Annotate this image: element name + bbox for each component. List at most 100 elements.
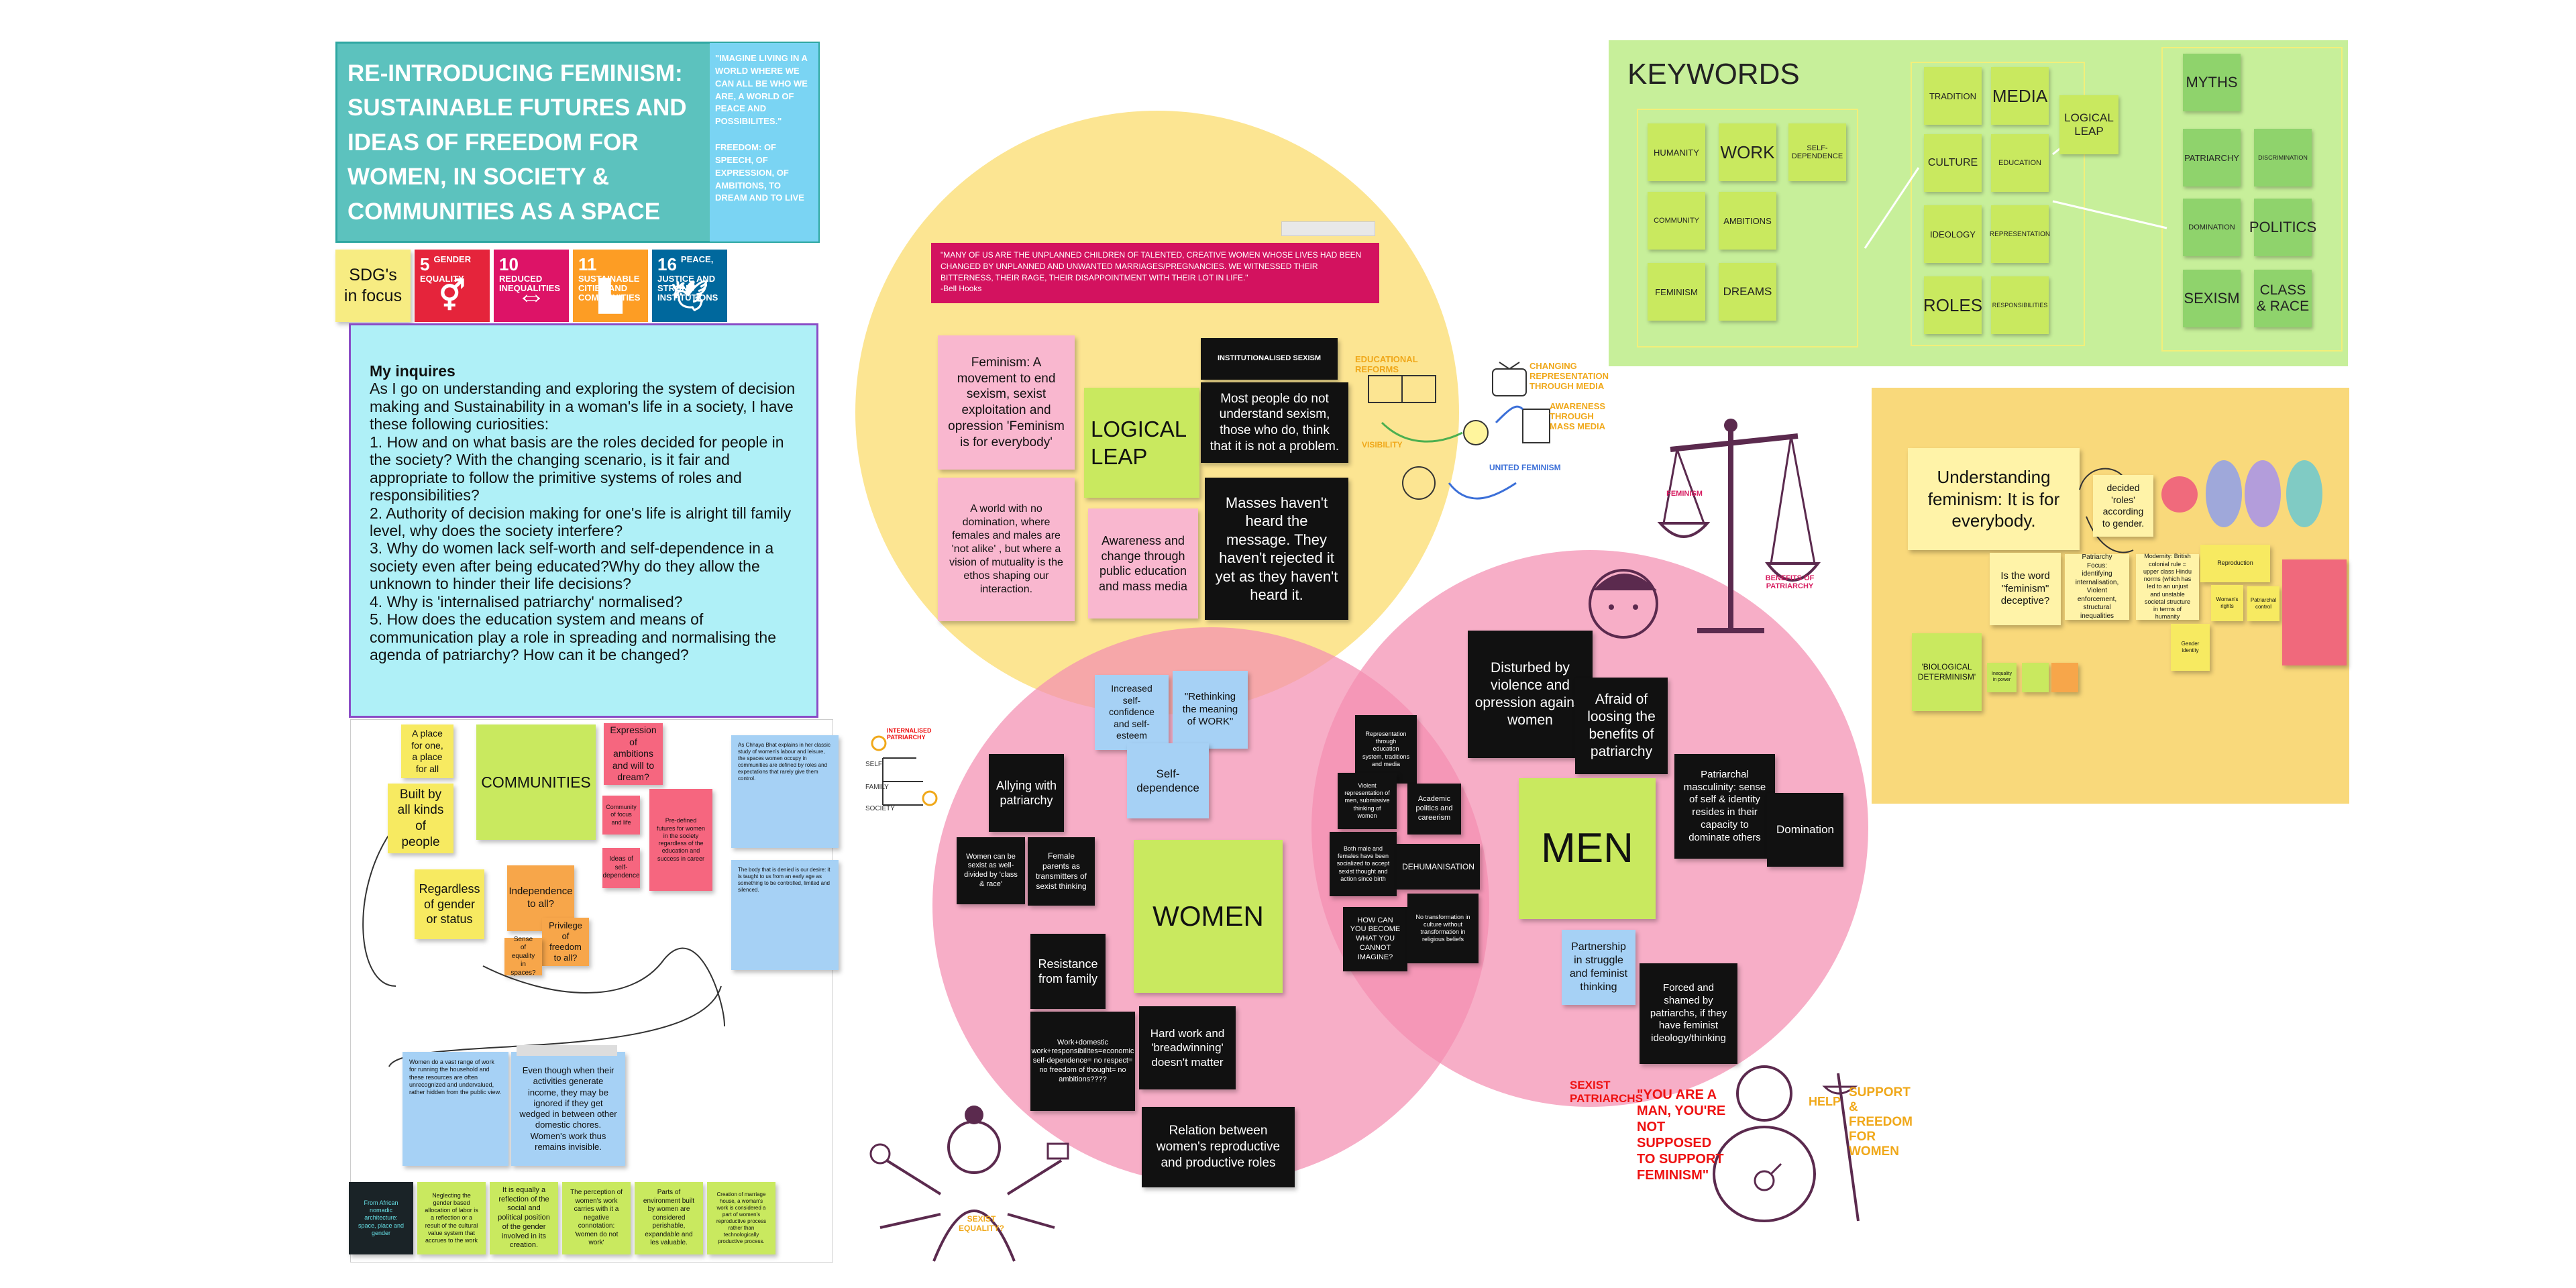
keyword: REPRESENTATION bbox=[1990, 205, 2050, 263]
doodle-label: EDUCATIONAL REFORMS bbox=[1355, 354, 1418, 374]
afraid-note: Afraid of loosing the benefits of patria… bbox=[1575, 678, 1668, 774]
keyword: SEXISM bbox=[2183, 270, 2241, 327]
community-note: Regardless of gender or status bbox=[415, 869, 484, 939]
partnership-note: Partnership in struggle and feminist thi… bbox=[1562, 930, 1635, 1005]
keyword: EDUCATION bbox=[1991, 134, 2049, 192]
keyword: DOMINATION bbox=[2183, 199, 2241, 256]
freedom-text: FREEDOM: OF SPEECH, OF EXPRESSION, OF AM… bbox=[715, 142, 804, 203]
sdg-name: GENDER EQUALITY bbox=[420, 254, 472, 284]
strip-note-dark: From African nomadic architecture: space… bbox=[349, 1182, 413, 1254]
divided-note: Women can be sexist as well-divided by '… bbox=[957, 837, 1025, 904]
keyword: FEMINISM bbox=[1648, 263, 1705, 321]
education-doodle bbox=[1368, 362, 1550, 500]
sdg-goal-11: 11SUSTAINABLE CITIES AND COMMUNITIES ▙ bbox=[573, 250, 648, 322]
tape bbox=[1281, 221, 1375, 236]
small-note: Woman's rights bbox=[2211, 585, 2243, 621]
strip-note: Parts of environment built by women are … bbox=[635, 1182, 703, 1254]
community-note: Built by all kinds of people bbox=[388, 784, 453, 853]
inquiry-item: 3. Why do women lack self-worth and self… bbox=[370, 539, 774, 593]
rethinking-work-note: "Rethinking the meaning of WORK" bbox=[1173, 671, 1248, 749]
logical-leap-note: LOGICAL LEAP bbox=[1084, 388, 1199, 498]
patriarchy-focus-note: Patriarchy Focus: identifying internalis… bbox=[2065, 553, 2129, 620]
red-note bbox=[2282, 559, 2347, 665]
self-dependence-note: Self-dependence bbox=[1127, 743, 1209, 818]
small-note bbox=[2022, 663, 2049, 692]
allying-note: Allying with patriarchy bbox=[989, 754, 1064, 832]
men-label: MEN bbox=[1519, 778, 1656, 919]
inquiries-heading: My inquires bbox=[370, 362, 455, 380]
community-note: Sense of equality in spaces? bbox=[504, 936, 542, 977]
keyword: IDEOLOGY bbox=[1924, 205, 1982, 263]
hooks-quote-banner: "MANY OF US ARE THE UNPLANNED CHILDREN O… bbox=[931, 243, 1379, 303]
inquiry-item: 5. How does the education system and mea… bbox=[370, 610, 777, 663]
keyword: DREAMS bbox=[1719, 263, 1776, 321]
community-quote: As Chhaya Bhat explains in her classic s… bbox=[731, 735, 839, 848]
keyword: AMBITIONS bbox=[1719, 192, 1776, 250]
bio-determinism-note: 'BIOLOGICAL DETERMINISM' bbox=[1912, 633, 1982, 711]
page-title: RE-INTRODUCING FEMINISM: SUSTAINABLE FUT… bbox=[347, 60, 687, 225]
violent-note: Violent representation of men, submissiv… bbox=[1338, 773, 1397, 829]
self-confidence-note: Increased self-confidence and self-estee… bbox=[1095, 675, 1169, 750]
sdg-num: 10 bbox=[499, 254, 519, 274]
inquiry-item: 2. Authority of decision making for one'… bbox=[370, 504, 792, 539]
line-label: SOCIETY bbox=[865, 805, 895, 812]
disturbed-note: Disturbed by violence and opression agai… bbox=[1468, 631, 1593, 758]
community-note: Pre-defined futures for women in the soc… bbox=[649, 789, 712, 891]
dehumanisation-note: DEHUMANISATION bbox=[1397, 844, 1480, 890]
women-work-note: Women do a vast range of work for runnin… bbox=[402, 1052, 508, 1166]
resistance-note: Resistance from family bbox=[1030, 934, 1106, 1009]
keyword: MYTHS bbox=[2183, 54, 2241, 111]
scale-label: BENEFITS OF PATRIARCHY bbox=[1765, 574, 1815, 590]
forced-note: Forced and shamed by patriarchs, if they… bbox=[1640, 963, 1737, 1064]
doodle-label: VISIBILITY bbox=[1362, 440, 1403, 449]
communities-frame bbox=[350, 719, 833, 1263]
title-quote: "IMAGINE LIVING IN A WORLD WHERE WE CAN … bbox=[715, 53, 808, 127]
keyword: WORK bbox=[1719, 123, 1776, 181]
strip-note: Creation of marriage house, a woman's wo… bbox=[707, 1182, 775, 1254]
inquiry-item: 4. Why is 'internalised patriarchy' norm… bbox=[370, 592, 683, 610]
keyword-logical-leap: LOGICAL LEAP bbox=[2059, 95, 2118, 154]
community-note: Expression of ambitions and will to drea… bbox=[604, 723, 663, 785]
internalised-label: INTERNALISED PATRIARCHY bbox=[887, 727, 932, 741]
hard-work-note: Hard work and 'breadwinning' doesn't mat… bbox=[1139, 1006, 1236, 1089]
man-figure-doodle bbox=[1713, 1065, 1860, 1222]
small-note: Patriarchal control bbox=[2247, 586, 2279, 621]
hooks-quote: "MANY OF US ARE THE UNPLANNED CHILDREN O… bbox=[941, 250, 1362, 282]
circle-marker bbox=[2286, 460, 2322, 527]
community-note: Ideas of self-dependence bbox=[602, 848, 640, 888]
keyword: ROLES bbox=[1923, 276, 1982, 334]
both-note: Both male and females have been socializ… bbox=[1330, 832, 1397, 896]
dove-icon: 🕊 bbox=[671, 279, 708, 313]
strip-note: Neglecting the gender based allocation o… bbox=[417, 1182, 486, 1254]
awareness-note: Awareness and change through public educ… bbox=[1088, 508, 1198, 619]
scale-label: FEMINISM bbox=[1666, 490, 1703, 498]
circle-marker bbox=[2206, 460, 2242, 527]
keyword: COMMUNITY bbox=[1648, 192, 1705, 250]
small-note: Inequality in power bbox=[1987, 663, 2017, 692]
equality-icon: ⇔ bbox=[517, 279, 546, 313]
female-parents-note: Female parents as transmitters of sexist… bbox=[1028, 837, 1095, 906]
inquiries-intro: As I go on understanding and exploring t… bbox=[370, 380, 796, 433]
doodle-label: UNITED FEMINISM bbox=[1489, 463, 1561, 472]
line-label: FAMILY bbox=[865, 784, 889, 791]
relation-note: Relation between women's reproductive an… bbox=[1142, 1107, 1295, 1187]
sexist-equality-label: SEXIST EQUALITY? bbox=[959, 1214, 1004, 1233]
woman-figure-doodle bbox=[869, 1106, 1069, 1262]
small-note: Gender identity bbox=[2171, 624, 2210, 671]
representation-note: Representation through education system,… bbox=[1355, 715, 1417, 784]
keyword: HUMANITY bbox=[1648, 123, 1705, 181]
you-are-quote: "YOU ARE A MAN, YOU'RE NOT SUPPOSED TO S… bbox=[1637, 1087, 1726, 1183]
modernity-note: Modernity: British colonial rule = upper… bbox=[2136, 553, 2199, 620]
community-note: Community of focus and life bbox=[602, 796, 640, 835]
support-label: SUPPORT & FREEDOM FOR WOMEN bbox=[1849, 1085, 1913, 1159]
keywords-group-frame bbox=[1911, 62, 2085, 346]
city-icon: ▙ bbox=[599, 279, 622, 313]
keywords-group-frame bbox=[1637, 109, 1858, 347]
sdg-label: SDG's in focus bbox=[335, 250, 411, 322]
keyword: POLITICS bbox=[2249, 199, 2316, 256]
keyword: CLASS & RACE bbox=[2254, 270, 2312, 327]
sexist-patriarchs-label: SEXIST PATRIARCHS bbox=[1570, 1079, 1643, 1105]
community-note: A place for one, a place for all bbox=[401, 724, 453, 778]
most-people-note: Most people do not understand sexism, th… bbox=[1201, 382, 1348, 463]
